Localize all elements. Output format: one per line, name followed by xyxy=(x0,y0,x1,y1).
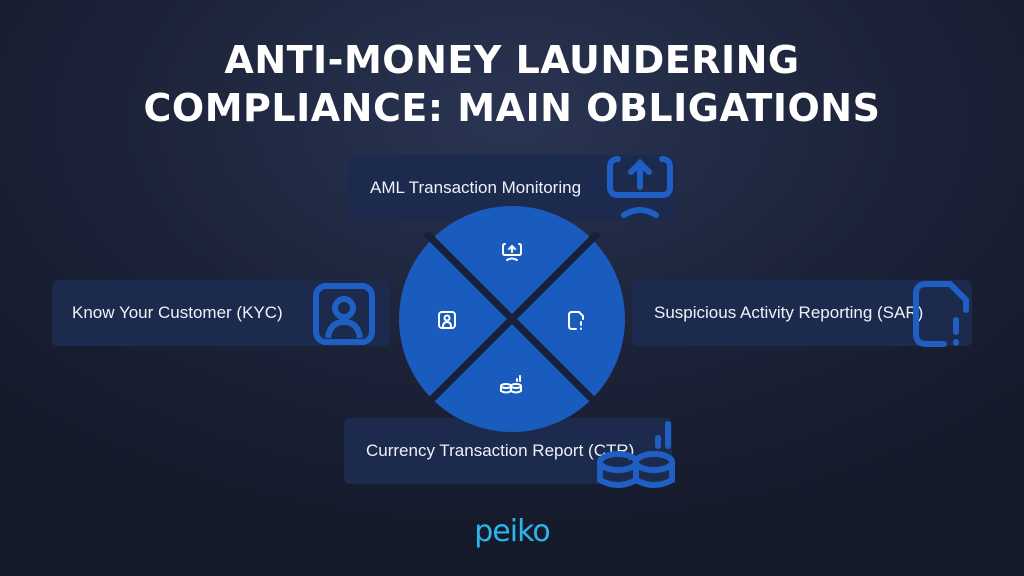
page-title: ANTI-MONEY LAUNDERING COMPLIANCE: MAIN O… xyxy=(0,36,1024,132)
card-label: Currency Transaction Report (CTR) xyxy=(366,441,635,460)
card-label: AML Transaction Monitoring xyxy=(370,178,582,197)
coins-chart-icon xyxy=(597,421,675,488)
peiko-logo: peiko xyxy=(474,514,551,549)
obligations-wheel xyxy=(399,206,625,432)
user-portrait-icon xyxy=(438,311,456,329)
card-sar: Suspicious Activity Reporting (SAR) xyxy=(632,280,972,347)
card-kyc: Know Your Customer (KYC) xyxy=(52,280,390,346)
title-line-2: COMPLIANCE: MAIN OBLIGATIONS xyxy=(143,86,881,130)
monitor-upload-icon xyxy=(607,156,673,218)
coins-chart-icon xyxy=(500,375,522,394)
monitor-upload-icon xyxy=(502,243,522,261)
card-label: Know Your Customer (KYC) xyxy=(72,303,283,322)
user-portrait-icon xyxy=(313,283,375,345)
card-label: Suspicious Activity Reporting (SAR) xyxy=(654,303,924,322)
wheel-dividers xyxy=(423,230,601,408)
title-line-1: ANTI-MONEY LAUNDERING xyxy=(224,38,800,82)
document-alert-icon xyxy=(568,311,584,330)
document-alert-icon xyxy=(913,281,969,347)
